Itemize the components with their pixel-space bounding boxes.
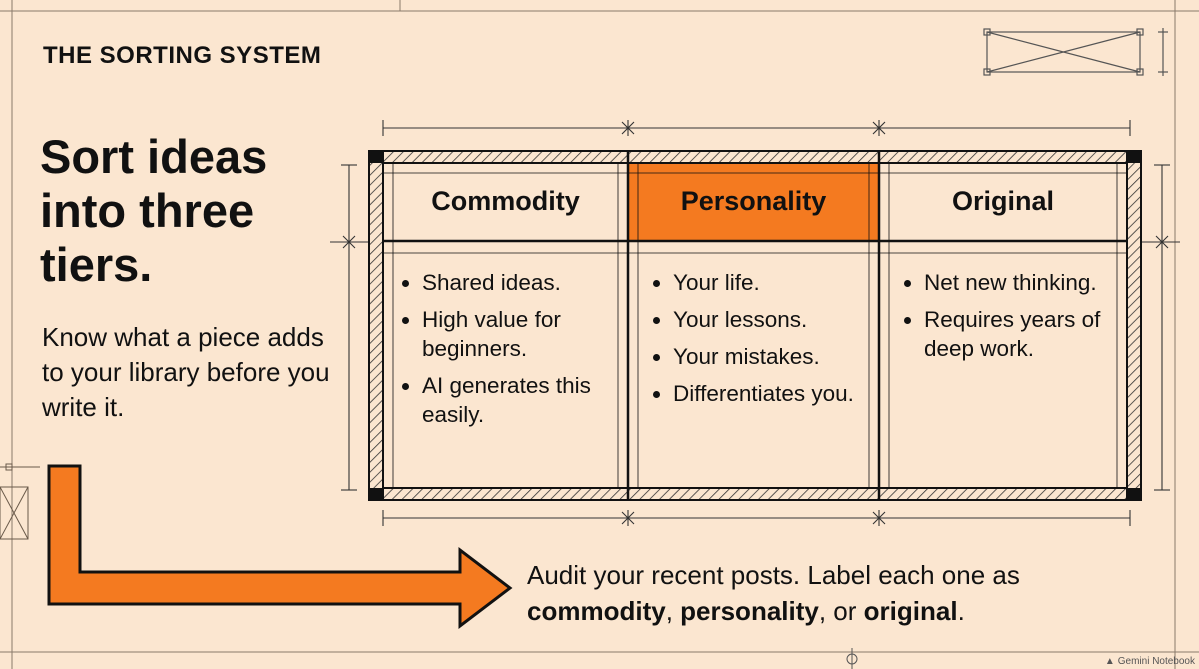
tier-title-personality: Personality: [680, 185, 827, 216]
arrow-icon: [47, 464, 513, 630]
cta-period: .: [957, 596, 965, 626]
list-item: Your lessons.: [651, 305, 866, 334]
list-item: Requires years of deep work.: [902, 305, 1120, 363]
tier-list-personality: Your life. Your lessons. Your mistakes. …: [651, 268, 866, 416]
tier-title-commodity: Commodity: [431, 185, 580, 216]
tier-list-commodity: Shared ideas. High value for beginners. …: [400, 268, 615, 437]
list-item: Shared ideas.: [400, 268, 615, 297]
tier-list-original: Net new thinking. Requires years of deep…: [902, 268, 1120, 371]
watermark: ▲ Gemini Notebook: [1105, 656, 1195, 667]
cta-term-commodity: commodity: [527, 596, 666, 626]
list-item: AI generates this easily.: [400, 371, 615, 429]
cta-term-original: original: [863, 596, 958, 626]
watermark-text: Gemini Notebook: [1117, 656, 1195, 667]
eyebrow: THE SORTING SYSTEM: [43, 42, 322, 69]
notebook-icon: ▲: [1104, 656, 1115, 667]
list-item: Your mistakes.: [651, 342, 866, 371]
list-item: High value for beginners.: [400, 305, 615, 363]
list-item: Net new thinking.: [902, 268, 1120, 297]
cta-text: Audit your recent posts. Label each one …: [527, 560, 1020, 590]
personality-header-fill: [628, 163, 879, 241]
call-to-action: Audit your recent posts. Label each one …: [527, 557, 1127, 629]
list-item: Differentiates you.: [651, 379, 866, 408]
page-title: Sort ideas into three tiers.: [40, 130, 268, 291]
cta-term-personality: personality: [680, 596, 819, 626]
cta-separator: ,: [665, 596, 681, 626]
tier-title-original: Original: [951, 185, 1054, 216]
cta-separator: , or: [818, 596, 864, 626]
list-item: Your life.: [651, 268, 866, 297]
lede: Know what a piece adds to your library b…: [42, 322, 330, 422]
